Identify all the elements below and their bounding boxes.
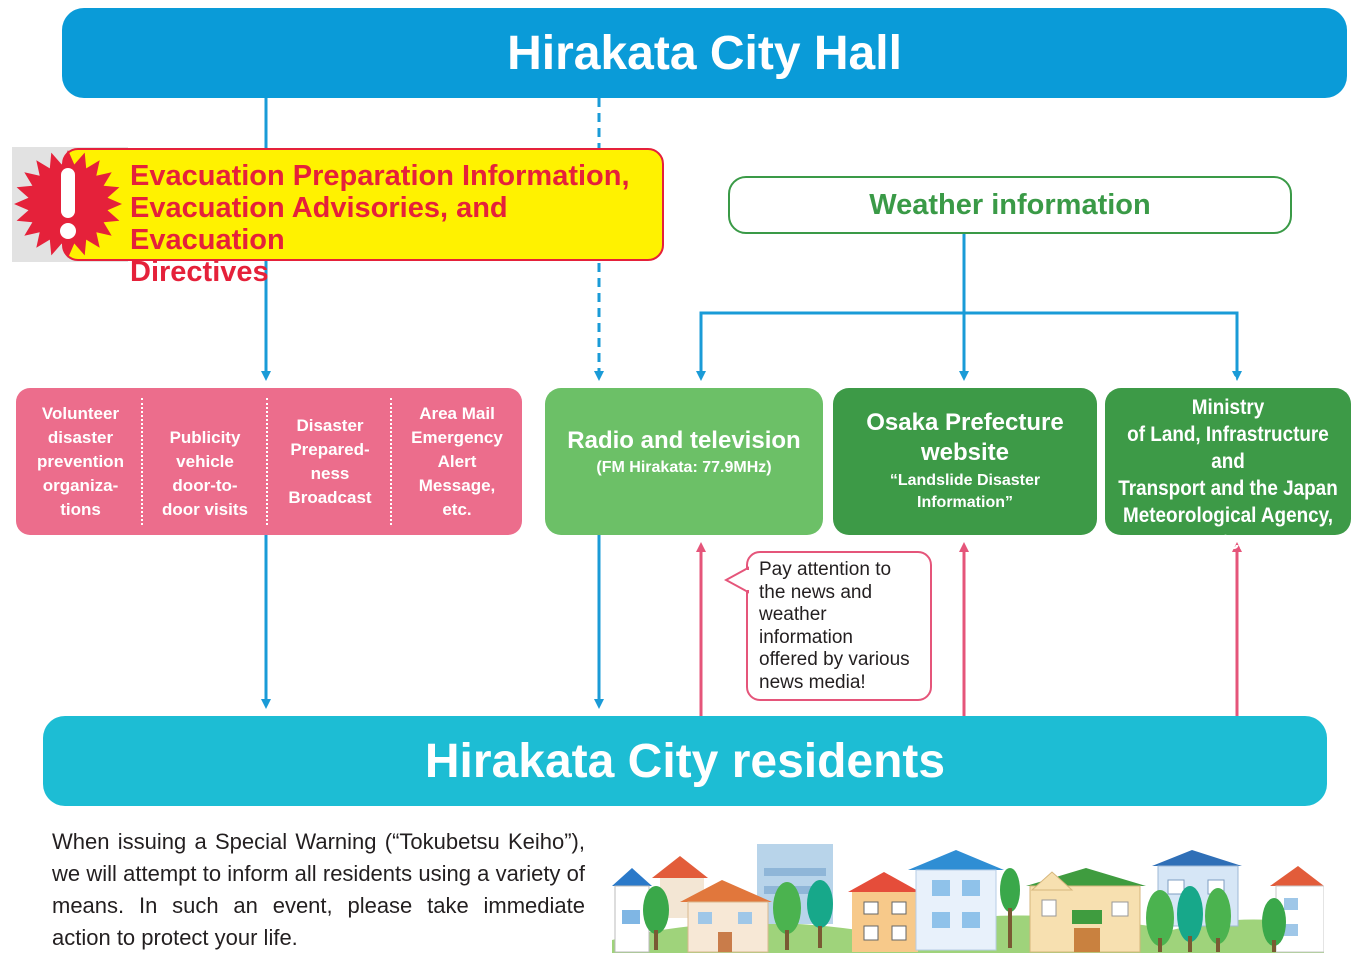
weather-information-label: Weather information — [869, 188, 1151, 221]
weather-branch-left — [696, 311, 964, 381]
callout-line: information — [759, 626, 853, 648]
exclamation-burst-icon — [14, 150, 122, 258]
city-hall-title: Hirakata City Hall — [507, 26, 902, 80]
special-warning-note: When issuing a Special Warning (“Tokubet… — [52, 829, 585, 950]
alert-line: Evacuation Advisories, and Evacuation — [130, 192, 508, 256]
channel-line: Emergency — [411, 427, 503, 447]
channel-line: door-to- — [172, 475, 238, 495]
channel-line: organiza- — [42, 475, 119, 495]
channel-line: Volunteer — [41, 403, 120, 423]
weather-branch-right — [964, 311, 1242, 381]
osaka-title: Osaka Prefecture website — [833, 408, 1097, 468]
channel-line: prevention — [37, 451, 124, 471]
callout-line: news media! — [759, 671, 866, 693]
channel-volunteer-organizations: Volunteer disaster prevention organiza- … — [16, 388, 145, 535]
mlit-line: of Land, Infrastructure and — [1127, 423, 1329, 473]
alert-line: Directives — [130, 256, 269, 288]
evacuation-alert-box — [62, 148, 664, 261]
channel-divider — [141, 398, 143, 525]
channel-line: Publicity — [169, 427, 241, 447]
alert-line: Evacuation Preparation Information, — [130, 160, 630, 192]
channel-line: door visits — [162, 499, 248, 519]
callout-line: weather — [759, 604, 827, 626]
mlit-jma-websites-box: Websites for the Ministry of Land, Infra… — [1105, 369, 1351, 554]
callout-line: Pay attention to — [759, 559, 892, 580]
channel-line: vehicle — [176, 451, 234, 471]
channel-line: Message, — [418, 475, 496, 495]
channel-divider — [390, 398, 392, 525]
callout-line: offered by various — [759, 649, 910, 671]
osaka-title-line: Osaka Prefecture — [866, 409, 1064, 436]
radio-television-title: Radio and television — [567, 426, 801, 454]
residents-title: Hirakata City residents — [424, 734, 946, 788]
osaka-title-line: website — [920, 439, 1010, 466]
city-hall-banner: Hirakata City Hall — [62, 8, 1347, 98]
mlit-line: Websites for the Ministry — [1154, 369, 1302, 419]
osaka-subtitle-line: “Landslide Disaster — [889, 472, 1041, 489]
mlit-line: Meteorological Agency, — [1122, 504, 1334, 527]
callout-line: the news and — [759, 581, 873, 603]
mlit-line: Transport and the Japan — [1118, 477, 1338, 500]
channel-line: Disaster — [296, 415, 364, 435]
news-callout-bubble — [746, 551, 932, 701]
evacuation-alert-text: Evacuation Preparation Information, Evac… — [130, 160, 660, 288]
residents-banner: Hirakata City residents — [43, 716, 1327, 806]
osaka-prefecture-website-box: Osaka Prefecture website “Landslide Disa… — [833, 388, 1097, 535]
channel-line: Broadcast — [288, 487, 372, 507]
news-callout-text: Pay attention to the news and weather in… — [759, 559, 931, 695]
weather-information-box: Weather information — [728, 176, 1292, 234]
radio-television-box: Radio and television (FM Hirakata: 77.9M… — [545, 388, 823, 535]
radio-television-subtitle: (FM Hirakata: 77.9MHz) — [596, 458, 772, 476]
channel-line: Prepared- — [290, 439, 370, 459]
osaka-subtitle-line: Information” — [917, 494, 1013, 511]
mlit-jma-text: Websites for the Ministry of Land, Infra… — [1117, 367, 1338, 556]
callout-pointer — [724, 566, 750, 594]
channel-line: Alert — [437, 451, 477, 471]
channel-publicity-vehicle: Publicity vehicle door-to- door visits — [143, 388, 267, 535]
channel-line: tions — [60, 499, 101, 519]
channel-area-mail: Area Mail Emergency Alert Message, etc. — [392, 388, 522, 535]
channel-divider — [266, 398, 268, 525]
channel-preparedness-broadcast: Disaster Prepared- ness Broadcast — [268, 388, 392, 535]
osaka-subtitle: “Landslide Disaster Information” — [833, 470, 1097, 514]
channel-line: ness — [310, 463, 350, 483]
mlit-line: etc. — [1211, 531, 1245, 554]
town-houses-illustration — [612, 844, 1324, 953]
channel-line: Area Mail — [419, 403, 495, 423]
community-channels-box: Volunteer disaster prevention organiza- … — [16, 388, 522, 535]
channel-line: disaster — [47, 427, 114, 447]
channel-line: etc. — [442, 499, 472, 519]
